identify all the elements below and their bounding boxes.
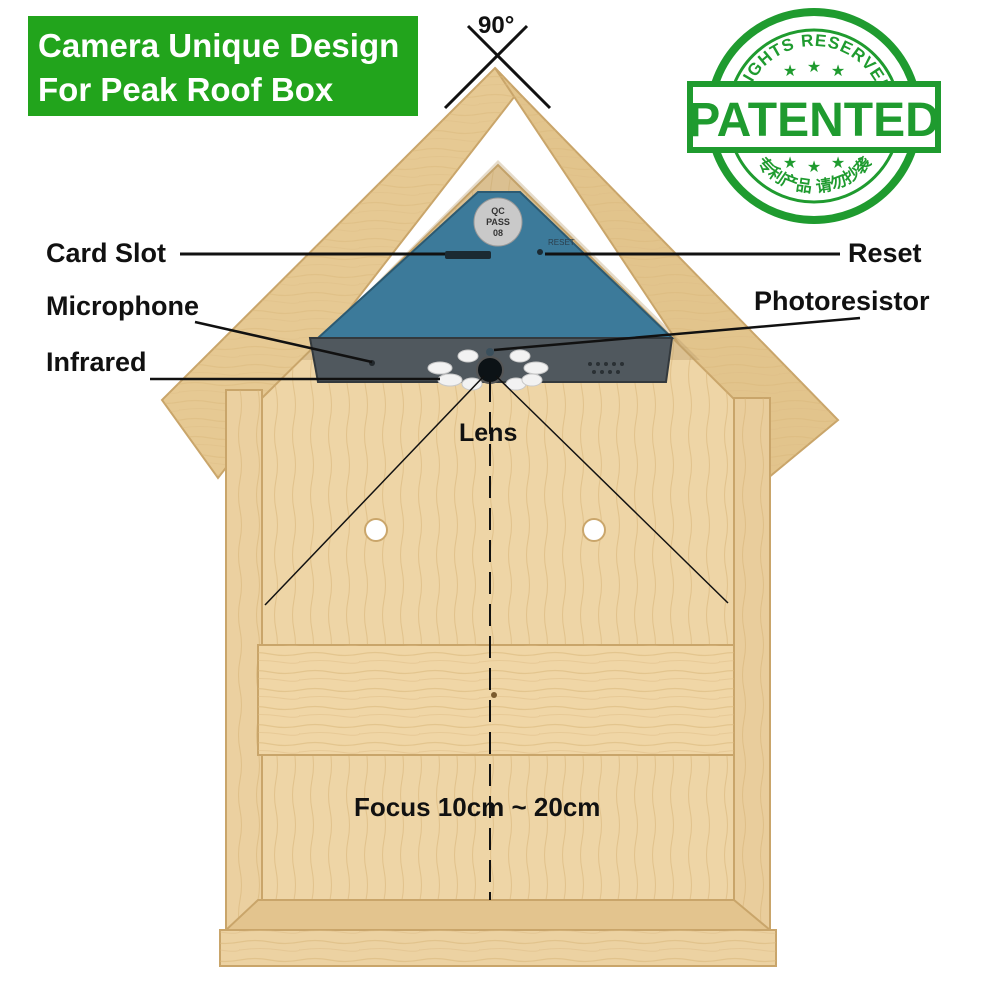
svg-text:★: ★ bbox=[807, 157, 821, 176]
leader-microphone bbox=[194, 320, 373, 364]
callout-reset: Reset bbox=[848, 238, 922, 268]
svg-text:★: ★ bbox=[783, 153, 797, 172]
card-slot bbox=[445, 251, 491, 259]
banner-line-2: For Peak Roof Box bbox=[38, 71, 334, 108]
svg-text:★: ★ bbox=[807, 57, 821, 76]
svg-text:★: ★ bbox=[831, 61, 845, 80]
callout-lens: Lens bbox=[459, 419, 518, 447]
mounting-hole-right bbox=[582, 518, 606, 542]
roof-right-grain bbox=[495, 68, 838, 478]
reset-text: RESET bbox=[548, 238, 575, 247]
roof-left-grain bbox=[162, 68, 518, 478]
fov-line-right bbox=[495, 375, 729, 604]
photoresistor-dot bbox=[486, 348, 494, 356]
angle-line-left bbox=[443, 24, 529, 110]
svg-text:★: ★ bbox=[783, 61, 797, 80]
svg-text:★: ★ bbox=[831, 153, 845, 172]
floor-board bbox=[223, 899, 773, 931]
qc-pass-sticker bbox=[473, 197, 523, 247]
callout-photoresistor: Photoresistor bbox=[754, 286, 930, 316]
callout-microphone: Microphone bbox=[46, 291, 199, 321]
angle-line-right bbox=[466, 24, 552, 110]
front-plank-grain bbox=[258, 645, 734, 755]
right-post-grain bbox=[734, 398, 770, 930]
callout-card-slot: Card Slot bbox=[46, 238, 167, 268]
qc-label-1: QC bbox=[491, 206, 505, 216]
mounting-hole-left bbox=[364, 518, 388, 542]
star-icon: ★ ★ ★ ★ ★ ★ bbox=[783, 57, 845, 176]
left-post-grain bbox=[226, 390, 262, 930]
fov-line-left bbox=[264, 375, 485, 606]
stamp-center-text: PATENTED bbox=[688, 94, 940, 147]
title-banner: Camera Unique Design For Peak Roof Box bbox=[28, 16, 418, 116]
front-plank-hole bbox=[491, 692, 497, 698]
callout-infrared: Infrared bbox=[46, 347, 147, 377]
focus-range-label: Focus 10cm ~ 20cm bbox=[354, 792, 601, 822]
qc-label-3: 08 bbox=[493, 228, 503, 238]
base-board-grain bbox=[220, 930, 776, 966]
leader-photoresistor bbox=[493, 316, 861, 352]
patent-stamp: RIGHTS RESERVED 专利产品 请勿抄袭 ★★★ ★★★ PATENT… bbox=[687, 8, 941, 224]
banner-line-1: Camera Unique Design bbox=[38, 27, 400, 64]
infrared-leds bbox=[427, 349, 549, 391]
qc-label-2: PASS bbox=[486, 217, 510, 227]
angle-label: 90° bbox=[478, 12, 515, 39]
reset-hole bbox=[537, 249, 543, 255]
speaker-grille bbox=[588, 362, 624, 374]
